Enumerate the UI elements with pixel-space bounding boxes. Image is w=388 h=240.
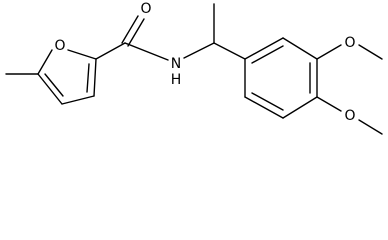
carbonyl-oxygen-label: O — [140, 1, 151, 17]
bond-furan-c4-c5 — [37, 73, 63, 105]
bond-ring-5-6 — [244, 96, 284, 119]
bond-furan-o-c2 — [67, 49, 97, 60]
bond-carbonyl-o-1 — [121, 15, 139, 44]
benzene-ring — [244, 37, 318, 119]
molecule-structure-diagram: O O N H O O — [5, 1, 383, 135]
methoxy-top-oxygen-label: O — [344, 35, 355, 51]
methoxy-bottom — [316, 96, 383, 135]
bond-carbonyl-o-2 — [127, 18, 145, 47]
amide-hydrogen-label: H — [171, 72, 182, 88]
amide-group — [95, 15, 215, 61]
bond-furan-c2-c3 — [93, 58, 97, 97]
bond-ch-ring — [213, 42, 246, 60]
bond-furan-c3-c4 — [61, 95, 95, 105]
bond-ring-5-6-inner — [251, 92, 284, 111]
methoxy-top — [316, 44, 383, 60]
bond-ring-4-5 — [282, 96, 318, 119]
bond-c2-carbonyl — [95, 42, 126, 60]
bond-ring-2-3 — [282, 37, 318, 60]
furan-ring — [37, 49, 97, 105]
bond-n-ch — [183, 42, 215, 59]
bond-furan-o-c5 — [37, 49, 53, 75]
methoxy-bottom-oxygen-label: O — [344, 108, 355, 124]
amide-nitrogen-label: N — [171, 56, 181, 72]
bond-ring-1-2-inner — [251, 45, 284, 64]
bond-ring-o-top — [316, 44, 342, 60]
bond-ring-o-bottom — [316, 96, 342, 112]
bond-o-top-methyl — [358, 44, 383, 60]
furan-oxygen-label: O — [54, 38, 65, 54]
bond-ring-1-2 — [244, 37, 284, 60]
bond-furan-c4-c5-inner — [44, 73, 64, 97]
bond-furan-c2-c3-inner — [86, 63, 90, 93]
bond-carbonyl-n — [124, 42, 169, 61]
bond-o-bottom-methyl — [358, 119, 383, 135]
